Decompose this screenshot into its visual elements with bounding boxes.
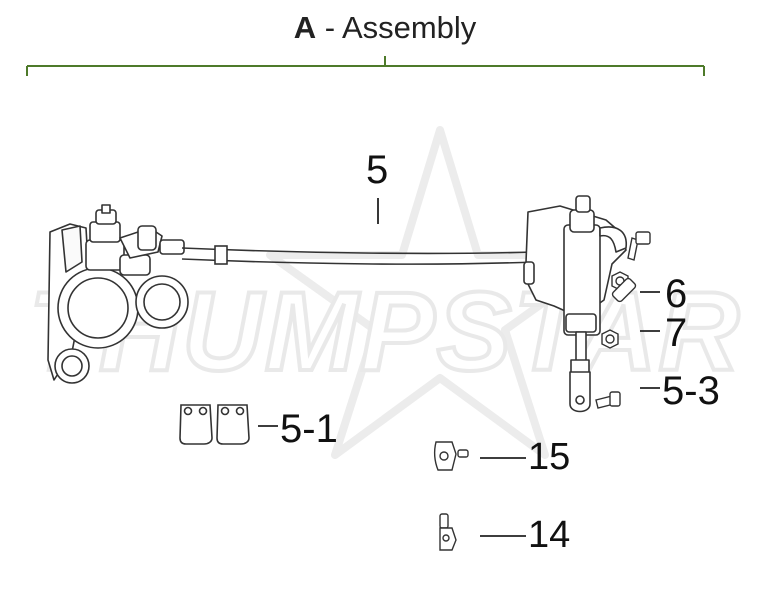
cable-bracket: [439, 513, 457, 551]
callout-15: 15: [528, 436, 571, 478]
callout-14: 14: [528, 514, 571, 556]
brake-pads: [179, 404, 250, 445]
bleed-bolt: [627, 231, 651, 261]
pivot-bolt: [595, 391, 621, 409]
callout-5-3: 5-3: [662, 369, 720, 413]
callout-7: 7: [665, 311, 688, 355]
leader-lines: [258, 198, 660, 537]
section-title: Assembly: [341, 10, 477, 45]
master-cylinder: [523, 195, 627, 413]
assembly-bracket: [26, 56, 705, 76]
callout-5-1: 5-1: [280, 407, 338, 451]
section-letter: A: [293, 10, 317, 45]
brake-caliper: [47, 204, 189, 384]
nut-and-washer: [601, 271, 637, 349]
callout-6: 6: [665, 272, 688, 316]
brake-clip: [433, 441, 469, 471]
brake-hose: [181, 245, 536, 265]
assembly-title: A - Assembly: [0, 10, 760, 46]
title-separator: -: [324, 10, 336, 45]
callout-5: 5: [366, 148, 389, 192]
